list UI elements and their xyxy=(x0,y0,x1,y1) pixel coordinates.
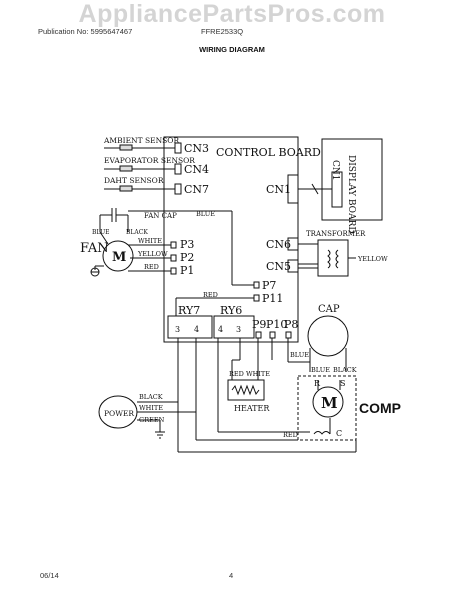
comp-r-terminal: R xyxy=(314,379,321,388)
ry6-pin-4: 4 xyxy=(218,325,223,334)
fan-cap-label: FAN CAP xyxy=(144,212,177,220)
model-number: FFRE2533Q xyxy=(201,27,244,36)
comp-label: COMP xyxy=(359,400,401,416)
p2-label: P2 xyxy=(180,251,194,264)
wire-black-power: BLACK xyxy=(139,393,163,401)
evaporator-sensor-label: EVAPORATOR SENSOR xyxy=(104,156,195,165)
comp-c-terminal: C xyxy=(336,429,342,438)
wire-red-relay: RED xyxy=(203,291,218,299)
p8-label: P8 xyxy=(284,318,298,331)
p11-label: P11 xyxy=(262,292,283,305)
wire-red-fan: RED xyxy=(144,263,159,271)
transformer-label: TRANSFORMER xyxy=(306,230,366,238)
ambient-sensor-label: AMBIENT SENSOR xyxy=(103,136,179,145)
ry7-pin-3: 3 xyxy=(175,325,180,334)
wire-blue-cap-comp: BLUE xyxy=(311,366,330,374)
daht-sensor-label: DAHT SENSOR xyxy=(104,176,164,185)
cn1-label: CN1 xyxy=(266,183,291,196)
fan-label: FAN xyxy=(80,241,109,256)
display-board-label: DISPLAY BOARD xyxy=(346,155,356,234)
transformer xyxy=(317,239,349,277)
p10-label: P10 xyxy=(266,318,287,331)
p7-label: P7 xyxy=(262,279,276,292)
p1-label: P1 xyxy=(180,264,194,277)
compressor-motor xyxy=(312,386,344,418)
cn6-label: CN6 xyxy=(266,238,291,251)
p3-label: P3 xyxy=(180,238,194,251)
heater xyxy=(227,379,265,401)
footer-date: 06/14 xyxy=(40,571,59,580)
wire-blue-p8: BLUE xyxy=(290,351,309,359)
cn5-connector xyxy=(287,259,299,273)
comp-capacitor xyxy=(307,315,349,357)
p9-label: P9 xyxy=(252,318,266,331)
wire-yellow-transformer: YELLOW xyxy=(357,255,388,263)
control-board-label: CONTROL BOARD xyxy=(216,146,321,159)
wire-white-fan: WHITE xyxy=(138,237,162,245)
compressor-box xyxy=(297,375,357,441)
wire-black-cap-comp: BLACK xyxy=(333,366,357,374)
cn3-label: CN3 xyxy=(184,142,209,155)
wire-white-power: WHITE xyxy=(139,404,163,412)
ry6-pin-3: 3 xyxy=(236,325,241,334)
cn7-connector xyxy=(174,183,182,195)
display-board-box xyxy=(321,138,383,221)
page-title: WIRING DIAGRAM xyxy=(199,45,265,54)
publication-number: Publication No: 5995647467 xyxy=(38,27,133,36)
comp-motor-letter: M xyxy=(321,394,338,412)
ry7-pin-4: 4 xyxy=(194,325,199,334)
fan-motor-letter: M xyxy=(112,250,126,265)
cn4-connector xyxy=(174,163,182,175)
watermark: AppliancePartsPros.com xyxy=(78,0,386,28)
wire-green-power: GREEN xyxy=(139,416,165,424)
wire-blue-fan: BLUE xyxy=(196,210,215,218)
ry6-label: RY6 xyxy=(220,304,242,317)
fan-motor xyxy=(102,240,134,272)
wire-red-comp: RED xyxy=(283,431,298,439)
relay-ry6 xyxy=(213,315,255,339)
cn4-label: CN4 xyxy=(184,163,209,176)
power-label: POWER xyxy=(104,409,134,418)
wire-blue-cap: BLUE xyxy=(92,229,110,236)
comp-s-terminal: S xyxy=(340,379,345,388)
display-cn1-label: CN1 xyxy=(330,160,340,181)
heater-label: HEATER xyxy=(234,404,270,413)
wire-yellow-fan: YELLOW xyxy=(137,250,168,258)
wire-black-cap: BLACK xyxy=(126,229,148,236)
cn7-label: CN7 xyxy=(184,183,209,196)
wire-white-heater: WHITE xyxy=(246,370,270,378)
page-number: 4 xyxy=(229,571,234,580)
ry7-label: RY7 xyxy=(178,304,200,317)
wire-red-heater: RED xyxy=(229,370,244,378)
relay-ry7 xyxy=(167,315,213,339)
cn5-label: CN5 xyxy=(266,260,291,273)
cap-label: CAP xyxy=(318,304,340,315)
